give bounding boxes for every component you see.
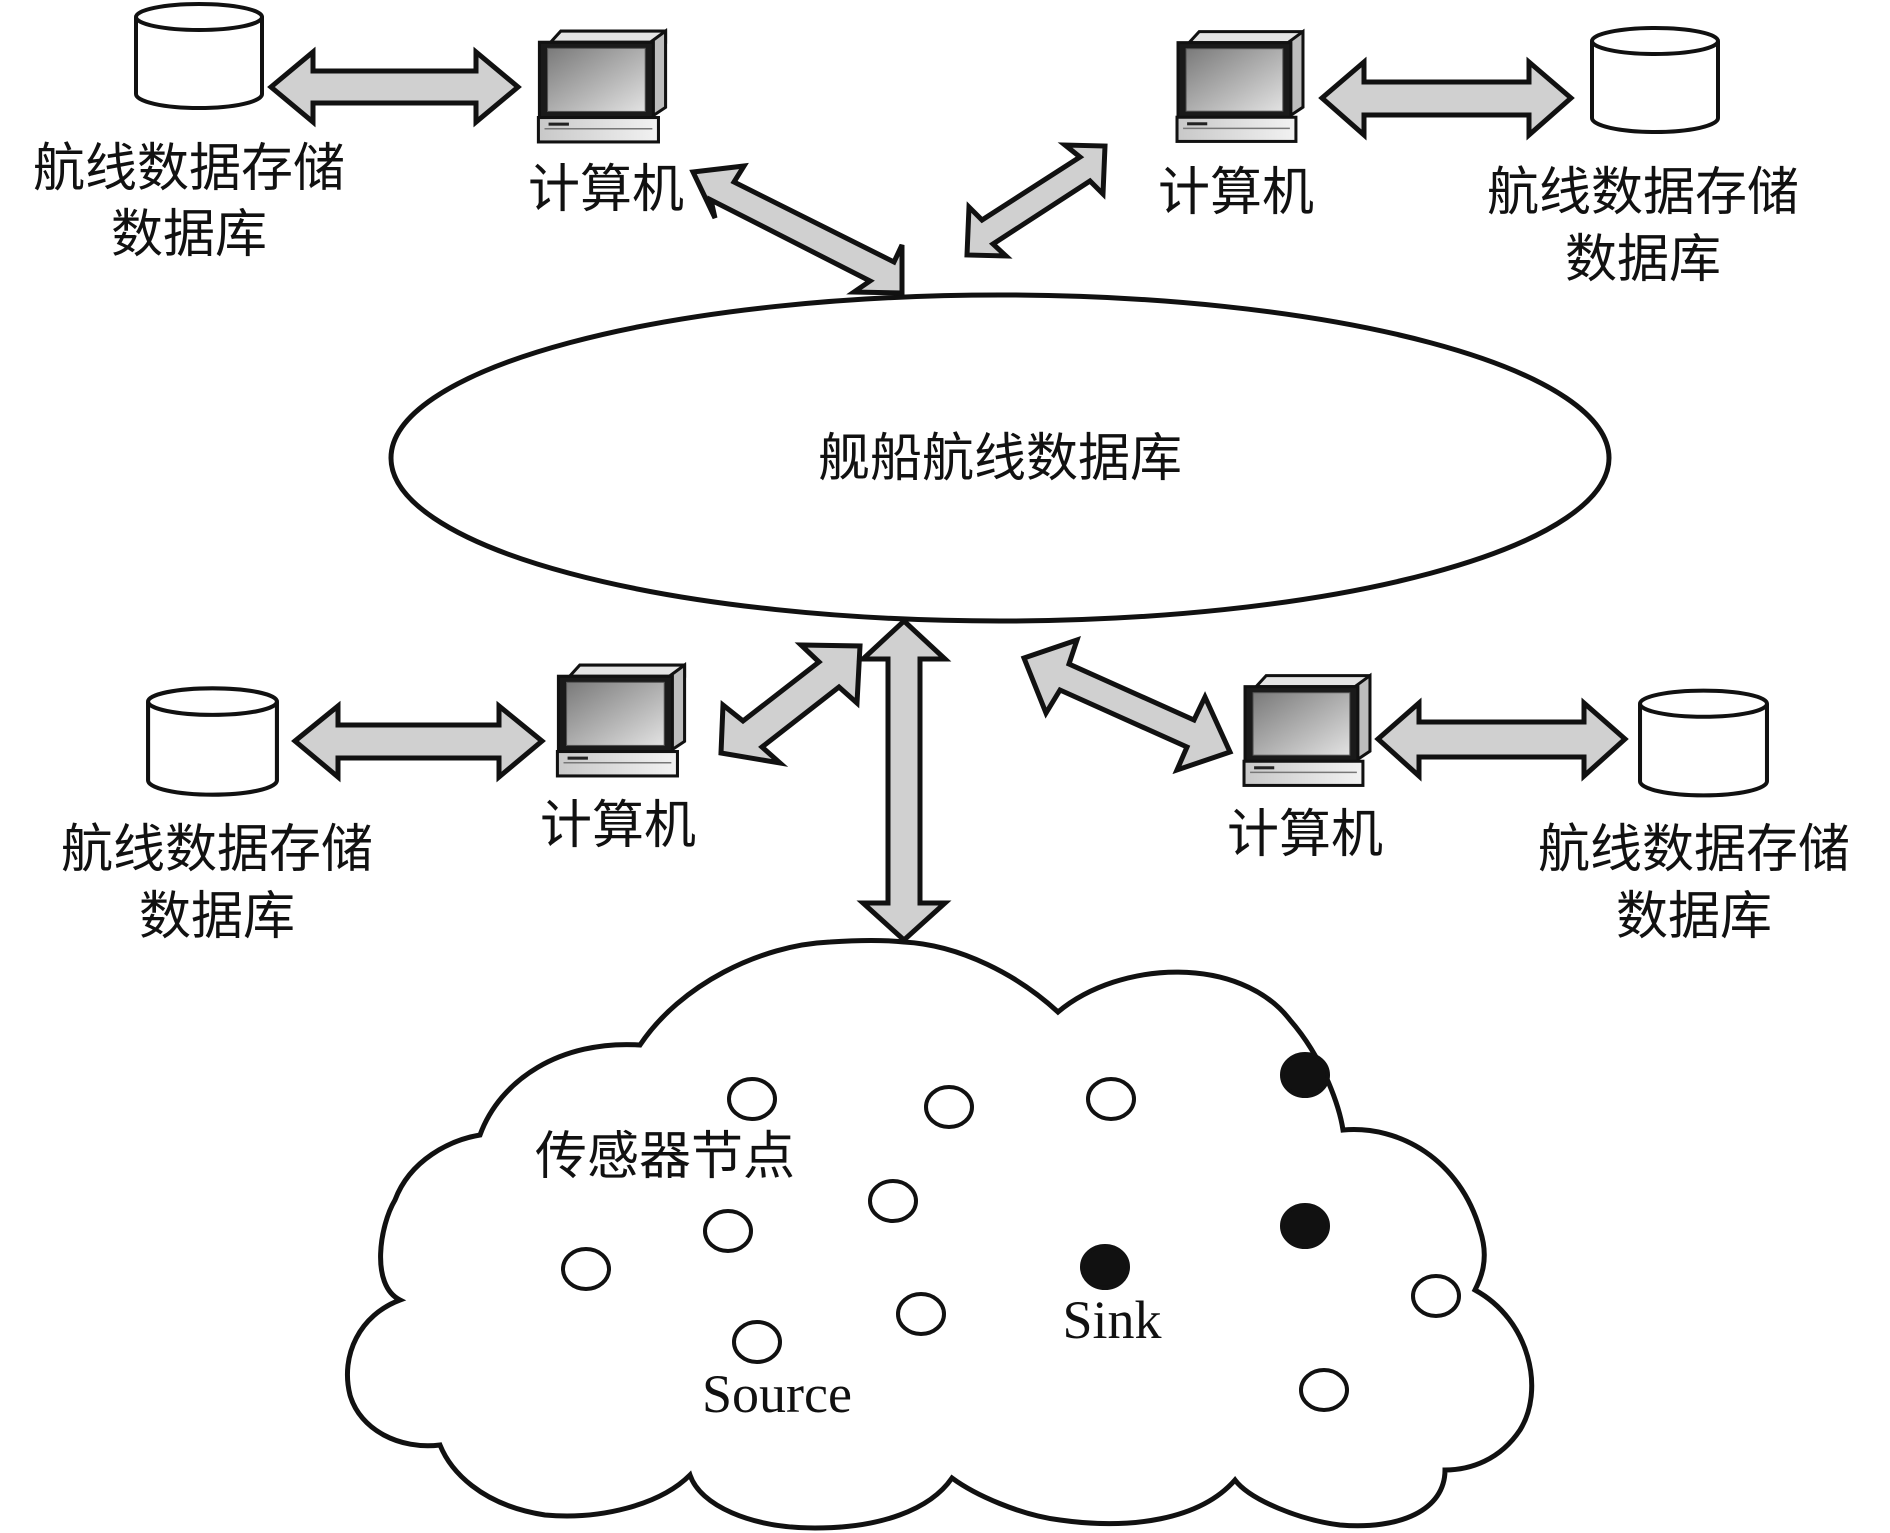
client-top-right: 计算机 航线数据存储 数据库 (1158, 28, 1799, 290)
double-arrow-horizontal (1374, 697, 1629, 782)
double-arrow-horizontal (267, 46, 522, 128)
sink-node-filled (1280, 1203, 1330, 1249)
double-arrow-diagonal (964, 142, 1108, 259)
database-cylinder-icon (1640, 691, 1767, 796)
double-arrow-diagonal (689, 162, 905, 296)
storage-label-line1: 航线数据存储 (61, 820, 373, 880)
cloud-shape (344, 938, 1535, 1531)
double-arrow-diagonal (718, 642, 863, 767)
computer-label: 计算机 (528, 160, 684, 220)
central-database: 舰船航线数据库 (388, 292, 1612, 624)
sink-label: Sink (1062, 1290, 1161, 1350)
sink-node (1080, 1244, 1130, 1290)
sensor-node (1299, 1368, 1349, 1412)
central-database-label: 舰船航线数据库 (818, 429, 1182, 489)
storage-label-line2: 数据库 (1565, 230, 1721, 290)
computer-label: 计算机 (540, 796, 696, 856)
client-top-left: 航线数据存储 数据库 计算机 (33, 2, 684, 265)
source-label: Source (702, 1364, 852, 1424)
database-cylinder-icon (1592, 28, 1718, 132)
computer-icon (536, 29, 668, 144)
double-arrow-horizontal (291, 700, 546, 783)
sensor-node-label: 传感器节点 (535, 1127, 795, 1187)
central-database-ellipse (388, 292, 1612, 624)
storage-label-line2: 数据库 (111, 205, 267, 265)
double-arrow-horizontal (1318, 56, 1575, 141)
database-cylinder-icon (148, 688, 277, 794)
double-arrow-vertical (856, 617, 952, 944)
computer-icon (1242, 674, 1372, 787)
sensor-node (924, 1085, 974, 1129)
storage-label-line1: 航线数据存储 (1538, 820, 1850, 880)
computer-icon (1175, 30, 1305, 143)
sensor-node (868, 1179, 918, 1223)
computer-icon (555, 663, 687, 778)
sensor-network-cloud: 传感器节点 Sink Source (344, 938, 1535, 1531)
database-cylinder-icon (134, 2, 264, 110)
sensor-node (561, 1247, 611, 1291)
client-bottom-left: 计算机 航线数据存储 数据库 (61, 663, 696, 947)
storage-label-line1: 航线数据存储 (33, 139, 345, 199)
sensor-node (1086, 1077, 1136, 1121)
source-node (732, 1320, 782, 1364)
sink-node-filled (1280, 1052, 1330, 1098)
client-bottom-right: 计算机 航线数据存储 数据库 (1227, 674, 1850, 947)
computer-label: 计算机 (1227, 805, 1383, 865)
storage-label-line2: 数据库 (1616, 887, 1772, 947)
sensor-node (727, 1077, 777, 1121)
sensor-node (1411, 1274, 1461, 1318)
double-arrow-diagonal (1020, 636, 1234, 775)
computer-label: 计算机 (1158, 163, 1314, 223)
storage-label-line1: 航线数据存储 (1487, 163, 1799, 223)
sensor-node (703, 1209, 753, 1253)
storage-label-line2: 数据库 (139, 887, 295, 947)
sensor-node (896, 1292, 946, 1336)
